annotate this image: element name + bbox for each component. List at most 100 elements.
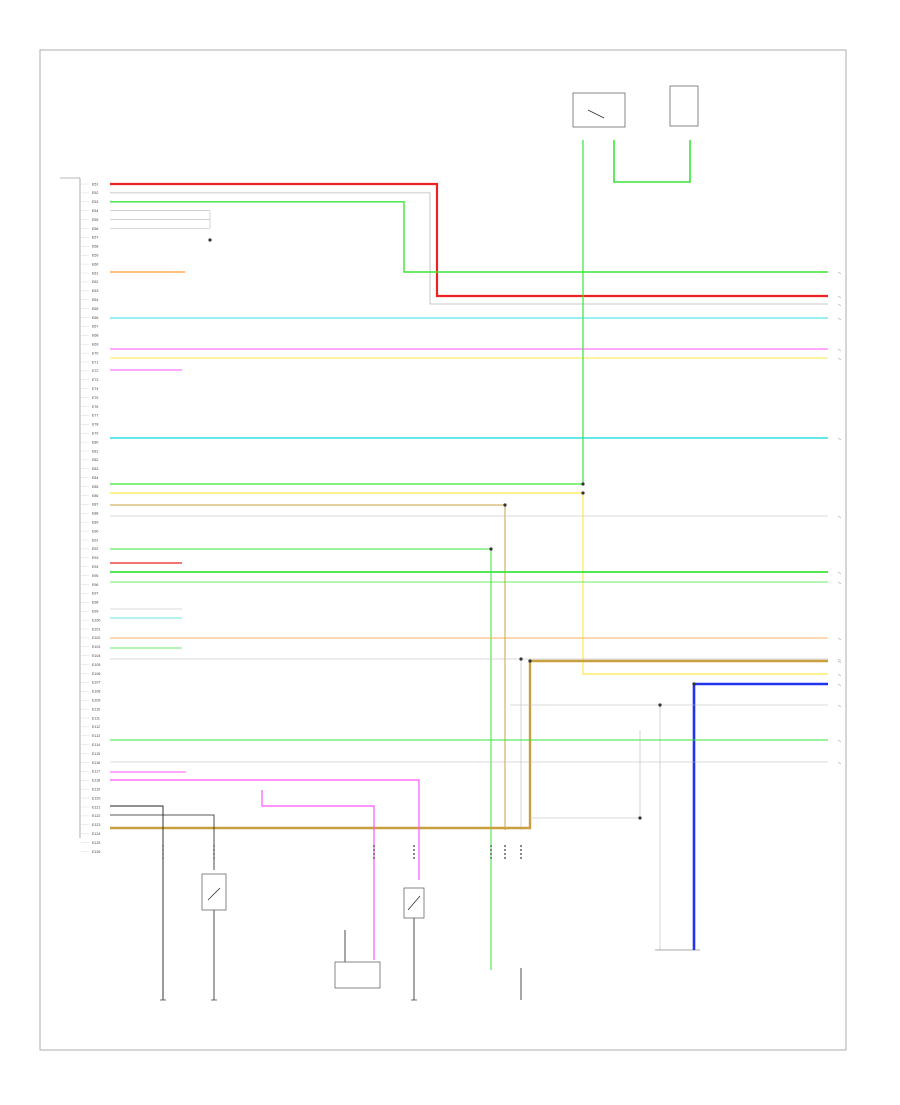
wire-pink-4 <box>110 779 420 880</box>
wire-arrow-tick <box>837 303 842 307</box>
ecm-pin-label: E70 <box>92 351 98 355</box>
ecm-pin-label: E62 <box>92 280 98 284</box>
ecm-pin-label: E119 <box>92 788 100 792</box>
wire-tan-1 <box>110 504 506 830</box>
splice-dot <box>658 703 662 707</box>
ecm-pin-label: E64 <box>92 298 98 302</box>
ecm-pin-label: E67 <box>92 325 98 329</box>
ecm-pin-label: E92 <box>92 547 98 551</box>
splice-dot <box>519 657 523 661</box>
ecm-pin-label: E61 <box>92 271 98 275</box>
ecm-pin-label: E83 <box>92 467 98 471</box>
wire-arrow-tick <box>837 295 842 299</box>
ecm-pin-label: E112 <box>92 725 100 729</box>
ecm-pin-label: E121 <box>92 805 100 809</box>
wire-gray-12 <box>530 730 641 819</box>
ecm-pin-label: E95 <box>92 574 98 578</box>
ecm-pin-label: E78 <box>92 423 98 427</box>
wire-pink-5 <box>261 790 375 960</box>
ecm-pin-label: E103 <box>92 645 100 649</box>
ecm-pin-label: E54 <box>92 209 98 213</box>
splice-dot <box>638 816 642 820</box>
wire-blue <box>692 682 828 950</box>
ecm-pin-label: E122 <box>92 814 100 818</box>
ecm-pin-label: E88 <box>92 512 98 516</box>
ecm-pin-label: E52 <box>92 191 98 195</box>
diagram-frame <box>39 49 847 1051</box>
ecm-pin-label: E93 <box>92 556 98 560</box>
switch-contact <box>587 109 605 119</box>
ecm-pin-label: E89 <box>92 521 98 525</box>
ecm-pin-label: E84 <box>92 476 98 480</box>
ecm-pin-label: E90 <box>92 529 98 533</box>
splice-dot <box>503 503 507 507</box>
clutch-contact <box>207 887 221 901</box>
wire-arrow-tick <box>837 704 842 708</box>
ecm-pin-label: E60 <box>92 262 98 266</box>
wire-black-clutch <box>110 814 215 870</box>
clutch-switch-box <box>201 873 227 911</box>
ecm-pin-label: E97 <box>92 592 98 596</box>
ecm-pin-label: E69 <box>92 343 98 347</box>
ecm-pin-label: E106 <box>92 672 100 676</box>
ecm-pin-label: E118 <box>92 779 100 783</box>
ecm-pin-label: E81 <box>92 449 98 453</box>
ecm-pin-label: E98 <box>92 601 98 605</box>
wire-arrow-tick <box>837 673 842 677</box>
wire-green-relay <box>613 140 691 183</box>
ecm-pin-label: E82 <box>92 458 98 462</box>
wire-green-2 <box>110 548 492 970</box>
ecm-pin-label: E80 <box>92 440 98 444</box>
wire-green-stoplight <box>110 140 584 485</box>
trans-range-switch-box <box>334 961 381 989</box>
ecm-pin-label: E111 <box>92 716 100 720</box>
wire-arrow-tick <box>837 271 842 275</box>
ecm-connector: E51E52E53E54E55E56E57E58E59E60E61E62E63E… <box>60 177 100 854</box>
wire-arrow-tick <box>837 660 842 664</box>
ecm-pin-label: E79 <box>92 432 98 436</box>
ecm-pin-label: E123 <box>92 823 100 827</box>
ecm-pin-label: E63 <box>92 289 98 293</box>
ecm-pin-label: E68 <box>92 334 98 338</box>
wire-arrow-tick <box>837 437 842 441</box>
splice-dot <box>489 547 493 551</box>
ecm-pin-label: E109 <box>92 699 100 703</box>
ecm-pin-label: E74 <box>92 387 98 391</box>
ecm-pin-label: E105 <box>92 663 100 667</box>
wire-tan-main <box>110 659 828 830</box>
wire-arrow-tick <box>837 683 842 687</box>
ecm-pin-label: E107 <box>92 681 100 685</box>
ecm-pin-label: E116 <box>92 761 100 765</box>
ecm-pin-label: E65 <box>92 307 98 311</box>
neutral-contact <box>407 895 421 911</box>
splice-dot <box>208 238 212 242</box>
wire-arrow-tick <box>837 317 842 321</box>
ecm-pin-label: E75 <box>92 396 98 400</box>
ecm-pin-label: E110 <box>92 707 100 711</box>
wire-arrow-tick <box>837 581 842 585</box>
ecm-pin-label: E94 <box>92 565 98 569</box>
ecm-pin-label: E113 <box>92 734 100 738</box>
ecm-pin-label: E51 <box>92 182 98 186</box>
wire-arrow-tick <box>837 658 842 662</box>
ecm-pin-label: E99 <box>92 610 98 614</box>
splice-dot <box>528 659 532 663</box>
ecm-pin-label: E91 <box>92 538 98 542</box>
wire-red-main <box>110 182 828 298</box>
ecm-pin-label: E126 <box>92 850 100 854</box>
wire-arrow-tick <box>837 571 842 575</box>
stop-light-switch-box <box>572 92 626 128</box>
ecm-pin-label: E76 <box>92 405 98 409</box>
wire-black-ground <box>110 805 164 1000</box>
splice-dot <box>581 482 585 486</box>
ecm-pin-label: E58 <box>92 245 98 249</box>
ecm-pin-label: E124 <box>92 832 100 836</box>
ecm-pin-label: E72 <box>92 369 98 373</box>
ecm-pin-label: E108 <box>92 690 100 694</box>
wire-arrow-tick <box>837 637 842 641</box>
ecm-pin-label: E53 <box>92 200 98 204</box>
wire-gray-1 <box>110 192 828 305</box>
wire-yellow-2 <box>110 492 828 675</box>
ecm-pin-label: E85 <box>92 485 98 489</box>
